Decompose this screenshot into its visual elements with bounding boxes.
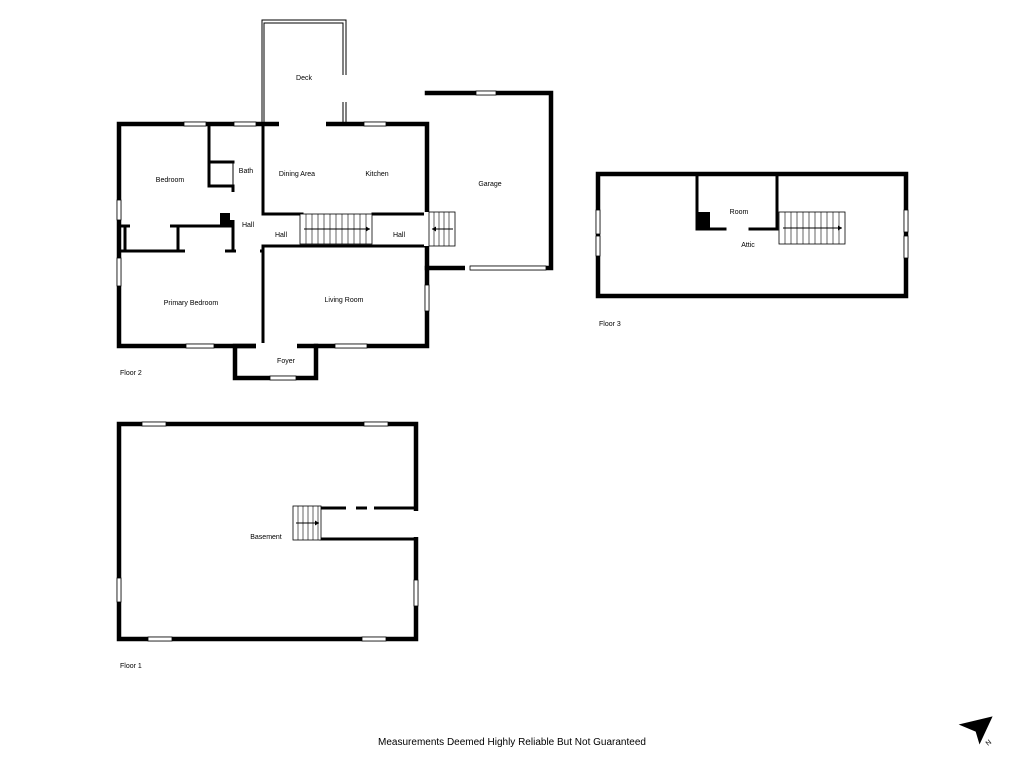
floor-2-label: Floor 2 (120, 370, 142, 377)
label-bedroom: Bedroom (156, 177, 185, 184)
label-bath: Bath (239, 168, 254, 175)
stairs-garage (428, 211, 456, 247)
label-basement: Basement (250, 534, 282, 541)
label-primary-bedroom: Primary Bedroom (164, 300, 219, 307)
floor-1-plan: Basement Floor 1 (116, 421, 419, 670)
label-attic: Attic (741, 242, 755, 249)
label-hall-left: Hall (242, 222, 255, 229)
floor-1-label: Floor 1 (120, 663, 142, 670)
label-garage: Garage (478, 181, 501, 188)
stairs-attic (778, 211, 846, 245)
floor-3-plan: Room Attic Floor 3 (595, 171, 909, 328)
label-living-room: Living Room (325, 297, 364, 304)
label-dining-area: Dining Area (279, 171, 315, 178)
north-arrow-icon: N (958, 716, 993, 748)
disclaimer-text: Measurements Deemed Highly Reliable But … (378, 737, 646, 748)
label-hall-right: Hall (393, 232, 406, 239)
deck (261, 19, 347, 122)
label-kitchen: Kitchen (365, 171, 388, 178)
label-hall-mid: Hall (275, 232, 288, 239)
stairs-basement (292, 505, 322, 541)
chimney (220, 213, 232, 225)
label-deck: Deck (296, 75, 312, 82)
stairs-floor2 (299, 213, 373, 245)
label-foyer: Foyer (277, 358, 296, 365)
floor-2-plan: Deck Bedroom Bath Dining Area Kitchen Ga… (116, 19, 554, 381)
label-room: Room (730, 209, 749, 216)
attic-chimney (697, 212, 710, 229)
compass-letter: N (985, 739, 993, 748)
floor-3-label: Floor 3 (599, 321, 621, 328)
